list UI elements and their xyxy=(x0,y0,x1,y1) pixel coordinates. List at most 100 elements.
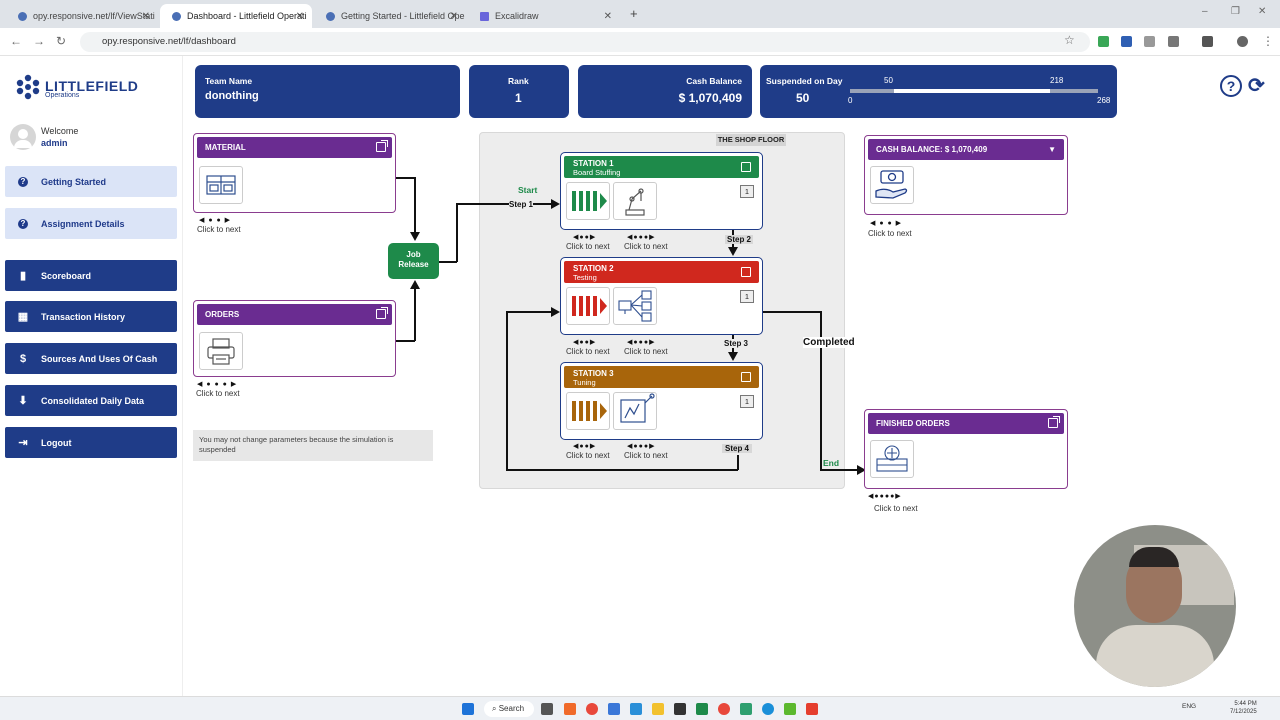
new-tab-button[interactable]: + xyxy=(630,6,638,21)
task-view-icon[interactable] xyxy=(541,703,553,715)
open-external-icon[interactable] xyxy=(741,267,751,277)
back-icon[interactable]: ← xyxy=(10,34,22,48)
station-1-machines: 1 xyxy=(740,185,754,198)
browser-menu-icon[interactable]: ⋮ xyxy=(1262,34,1274,48)
bookmark-star-icon[interactable]: ☆ xyxy=(1064,33,1075,47)
close-tab-icon[interactable]: ✕ xyxy=(295,10,304,22)
menu-scoreboard[interactable]: ▮Scoreboard xyxy=(5,260,177,291)
menu-sources-uses-cash[interactable]: $Sources And Uses Of Cash xyxy=(5,343,177,374)
menu-transaction-history[interactable]: ▦Transaction History xyxy=(5,301,177,332)
dropdown-caret-icon[interactable]: ▼ xyxy=(1048,145,1056,154)
extension-doc-icon[interactable] xyxy=(1144,36,1155,47)
download-icon: ⬇ xyxy=(18,395,28,407)
welcome-text: Welcome xyxy=(41,126,79,136)
station-2-machines: 1 xyxy=(740,290,754,303)
station-2-queue-pager[interactable]: ◀●●▶ xyxy=(573,339,597,346)
scoreboard-icon: ▮ xyxy=(19,270,27,282)
chrome-icon-2[interactable] xyxy=(718,703,730,715)
day-range-slider[interactable] xyxy=(850,89,1098,93)
recorder-icon[interactable] xyxy=(806,703,818,715)
camtasia-icon[interactable] xyxy=(784,703,796,715)
job-release-button[interactable]: Job Release xyxy=(388,243,439,279)
money-hand-icon[interactable] xyxy=(870,166,914,204)
station-1-queue-pager[interactable]: ◀●●▶ xyxy=(573,234,597,241)
logout-icon: ⇥ xyxy=(18,437,28,449)
open-external-icon[interactable] xyxy=(741,162,751,172)
printer-icon[interactable] xyxy=(199,332,243,370)
url-input[interactable]: opy.responsive.net/lf/dashboard xyxy=(80,32,1090,52)
step4-label: Step 4 xyxy=(722,444,753,453)
material-box-icon[interactable] xyxy=(199,166,243,204)
extension-icon[interactable] xyxy=(1121,36,1132,47)
app-icon[interactable] xyxy=(630,703,642,715)
avatar xyxy=(10,124,36,150)
table-icon: ▦ xyxy=(17,311,29,323)
close-window-button[interactable]: ✕ xyxy=(1258,6,1267,17)
terminal-icon[interactable] xyxy=(674,703,686,715)
menu-getting-started[interactable]: ?Getting Started xyxy=(5,166,177,197)
queue-icon xyxy=(566,392,610,430)
chrome-icon[interactable] xyxy=(586,703,598,715)
suspended-notice: You may not change parameters because th… xyxy=(193,430,433,461)
open-external-icon[interactable] xyxy=(1048,416,1060,428)
orders-pager[interactable]: ◀ ● ● ● ▶ xyxy=(197,381,238,388)
station-3-queue-pager[interactable]: ◀●●▶ xyxy=(573,443,597,450)
language-indicator[interactable]: ENG xyxy=(1182,703,1197,710)
app-icon-2[interactable] xyxy=(740,703,752,715)
excel-icon[interactable] xyxy=(696,703,708,715)
material-pager[interactable]: ◀ ● ● ▶ xyxy=(199,217,232,224)
menu-logout[interactable]: ⇥Logout xyxy=(5,427,177,458)
close-tab-icon[interactable]: ✕ xyxy=(603,10,612,22)
station-1-machine-pager[interactable]: ◀●●●▶ xyxy=(627,234,656,241)
address-bar-row: ← → ↻ opy.responsive.net/lf/dashboard ☆ … xyxy=(0,28,1280,56)
tab-viewstats[interactable]: opy.responsive.net/lf/ViewStati✕ xyxy=(6,4,158,28)
brave-icon[interactable] xyxy=(564,703,576,715)
menu-assignment-details[interactable]: ?Assignment Details xyxy=(5,208,177,239)
finished-orders-panel: FINISHED ORDERS xyxy=(864,409,1068,489)
extension-shield-icon[interactable] xyxy=(1098,36,1109,47)
cash-card: Cash Balance $ 1,070,409 xyxy=(578,65,752,118)
tab-getting-started[interactable]: Getting Started - Littlefield Ope✕ xyxy=(314,4,466,28)
extensions-puzzle-icon[interactable] xyxy=(1168,36,1179,47)
close-tab-icon[interactable]: ✕ xyxy=(141,10,150,22)
clock[interactable]: 5:44 PM 7/12/2025 xyxy=(1230,701,1257,715)
maximize-button[interactable]: ❐ xyxy=(1231,6,1240,17)
test-checklist-icon xyxy=(613,287,657,325)
edge-icon[interactable] xyxy=(608,703,620,715)
minimize-button[interactable]: – xyxy=(1202,6,1208,17)
shop-floor-label: THE SHOP FLOOR xyxy=(716,134,786,146)
file-explorer-icon[interactable] xyxy=(652,703,664,715)
cast-icon[interactable] xyxy=(1202,36,1213,47)
open-external-icon[interactable] xyxy=(376,307,388,319)
help-icon: ? xyxy=(18,218,28,229)
station-3-machines: 1 xyxy=(740,395,754,408)
windows-start-icon[interactable] xyxy=(462,703,474,715)
orders-panel: ORDERS xyxy=(193,300,396,377)
cash-value: $ 1,070,409 xyxy=(678,91,742,105)
brand-subtitle: Operations xyxy=(45,92,80,99)
open-external-icon[interactable] xyxy=(376,140,388,152)
taskbar-search[interactable]: ⌕ Search xyxy=(484,701,534,717)
profile-icon[interactable] xyxy=(1237,36,1248,47)
delivery-icon[interactable] xyxy=(870,440,914,478)
queue-icon xyxy=(566,287,610,325)
menu-consolidated-daily-data[interactable]: ⬇Consolidated Daily Data xyxy=(5,385,177,416)
station-3-machine-pager[interactable]: ◀●●●▶ xyxy=(627,443,656,450)
close-tab-icon[interactable]: ✕ xyxy=(449,10,458,22)
finished-pager[interactable]: ◀●●●●▶ xyxy=(868,493,902,500)
station-2-machine-pager[interactable]: ◀●●●▶ xyxy=(627,339,656,346)
tab-excalidraw[interactable]: Excalidraw✕ xyxy=(468,4,620,28)
refresh-icon[interactable]: ⟳ xyxy=(1248,75,1265,97)
reload-icon[interactable]: ↻ xyxy=(56,34,67,48)
cash-pager[interactable]: ◀ ● ● ▶ xyxy=(870,220,903,227)
tab-dashboard[interactable]: Dashboard - Littlefield Operati✕ xyxy=(160,4,312,28)
help-circle-icon[interactable]: ? xyxy=(1220,75,1242,97)
edge-icon-2[interactable] xyxy=(762,703,774,715)
day-card: Suspended on Day 50 50 218 0 268 xyxy=(760,65,1117,118)
forward-icon[interactable]: → xyxy=(33,34,45,48)
help-icon: ? xyxy=(18,176,28,187)
open-external-icon[interactable] xyxy=(741,372,751,382)
